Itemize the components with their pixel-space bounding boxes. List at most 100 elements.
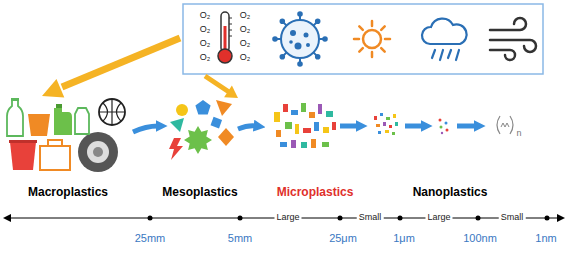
thermometer-icon — [229, 24, 232, 25]
microplastics-illustration — [280, 142, 287, 147]
weathering-box — [183, 4, 543, 74]
microplastics-illustration — [311, 139, 316, 148]
small-microplastics-illustration — [392, 132, 395, 135]
rain-cloud-icon — [422, 19, 467, 44]
stage-label: Macroplastics — [28, 186, 108, 199]
size-scale-axis — [148, 216, 153, 221]
sun-icon — [359, 26, 363, 30]
microbe-icon — [323, 37, 327, 41]
wind-icon — [490, 50, 515, 60]
microbe-icon — [281, 20, 319, 58]
nanoplastics-illustration — [501, 123, 509, 127]
repeat-unit-label: n — [516, 129, 521, 139]
nanoplastics-illustration — [497, 116, 500, 134]
size-scale-axis — [476, 216, 481, 221]
nanoplastics-illustration — [439, 119, 442, 122]
rain-cloud-icon — [456, 50, 459, 60]
nanoplastics-illustration — [439, 116, 514, 134]
size-band-label: Small — [499, 213, 526, 223]
microplastics-illustration — [322, 142, 329, 147]
mesoplastics-illustration — [169, 100, 234, 160]
small-microplastics-illustration — [383, 122, 386, 126]
orange-arrow — [205, 76, 229, 92]
small-microplastics-illustration — [389, 125, 392, 128]
orange-arrow — [42, 38, 238, 98]
fragmentation-arrow — [133, 126, 158, 132]
size-band-label: Large — [425, 213, 452, 223]
sun-icon — [381, 48, 385, 52]
macroplastics-illustration — [9, 140, 37, 143]
size-scale-axis — [545, 216, 550, 221]
macroplastics-illustration — [11, 98, 19, 101]
size-scale-axis — [238, 216, 243, 221]
mesoplastics-illustration — [184, 126, 212, 154]
stage-label: Nanoplastics — [413, 186, 488, 199]
size-band-label: Large — [274, 213, 301, 223]
thermometer-icon — [229, 30, 232, 31]
thermometer-icon — [218, 12, 232, 63]
orange-arrow — [42, 79, 64, 97]
macroplastics-illustration — [7, 100, 23, 136]
macroplastics-illustration — [78, 132, 118, 172]
mesoplastics-illustration — [211, 117, 223, 129]
dimension-label: 1nm — [535, 232, 556, 244]
microbe-icon — [273, 12, 327, 66]
size-scale-axis — [3, 214, 565, 222]
fragmentation-arrow — [133, 126, 476, 132]
microplastics-illustration — [326, 111, 333, 117]
fragmentation-arrow — [405, 124, 423, 129]
macroplastics-illustration — [87, 141, 109, 163]
mesoplastics-illustration — [218, 128, 234, 146]
sun-icon — [359, 48, 363, 52]
weathering-box — [183, 4, 543, 74]
fragmentation-arrow — [340, 124, 358, 129]
mesoplastics-illustration — [169, 138, 183, 160]
small-microplastics-illustration — [380, 113, 383, 116]
small-microplastics-illustration — [376, 124, 380, 127]
microplastics-illustration — [309, 112, 315, 118]
microbe-icon — [304, 33, 309, 38]
rain-cloud-icon — [440, 50, 443, 60]
size-scale-axis — [3, 214, 11, 222]
macroplastics-illustration — [99, 99, 125, 125]
macroplastics-illustration — [28, 114, 50, 136]
oxygen-label: O₂ — [200, 25, 211, 35]
size-scale-axis — [338, 216, 343, 221]
nanoplastics-illustration — [440, 126, 443, 129]
microplastics-illustration — [285, 122, 292, 129]
dimension-label: 100nm — [463, 232, 497, 244]
oxygen-label: O₂ — [200, 53, 211, 63]
microplastics-illustration — [295, 124, 299, 134]
fragmentation-arrow — [457, 124, 476, 129]
rain-cloud-icon — [422, 19, 467, 60]
microplastics-illustration — [276, 130, 281, 137]
microplastics-illustration — [303, 128, 311, 133]
sun-icon — [371, 52, 374, 57]
microbe-icon — [273, 37, 277, 41]
nanoplastics-illustration — [510, 116, 513, 134]
microplastics-illustration — [301, 142, 307, 148]
microplastics-illustration — [291, 140, 296, 148]
rain-cloud-icon — [432, 50, 435, 58]
thermometer-icon — [218, 49, 232, 63]
wind-icon — [490, 18, 526, 30]
sun-icon — [354, 21, 390, 57]
oxygen-label: O₂ — [200, 39, 211, 49]
small-microplastics-illustration — [374, 116, 377, 120]
small-microplastics-illustration — [393, 114, 396, 118]
microbe-icon — [281, 20, 285, 24]
macroplastics-illustration — [56, 104, 62, 108]
oxygen-label: O₂ — [200, 11, 211, 21]
microplastics-illustration — [274, 103, 336, 148]
mesoplastics-illustration — [176, 104, 188, 116]
sun-icon — [354, 38, 359, 41]
microplastics-illustration — [318, 104, 322, 114]
rain-cloud-icon — [448, 50, 451, 58]
small-microplastics-illustration — [386, 117, 390, 120]
stage-label: Mesoplastics — [162, 186, 237, 199]
mesoplastics-illustration — [216, 100, 232, 116]
macroplastics-illustration — [7, 98, 125, 172]
microbe-icon — [298, 62, 302, 66]
sun-icon — [381, 26, 385, 30]
sun-icon — [363, 30, 381, 48]
